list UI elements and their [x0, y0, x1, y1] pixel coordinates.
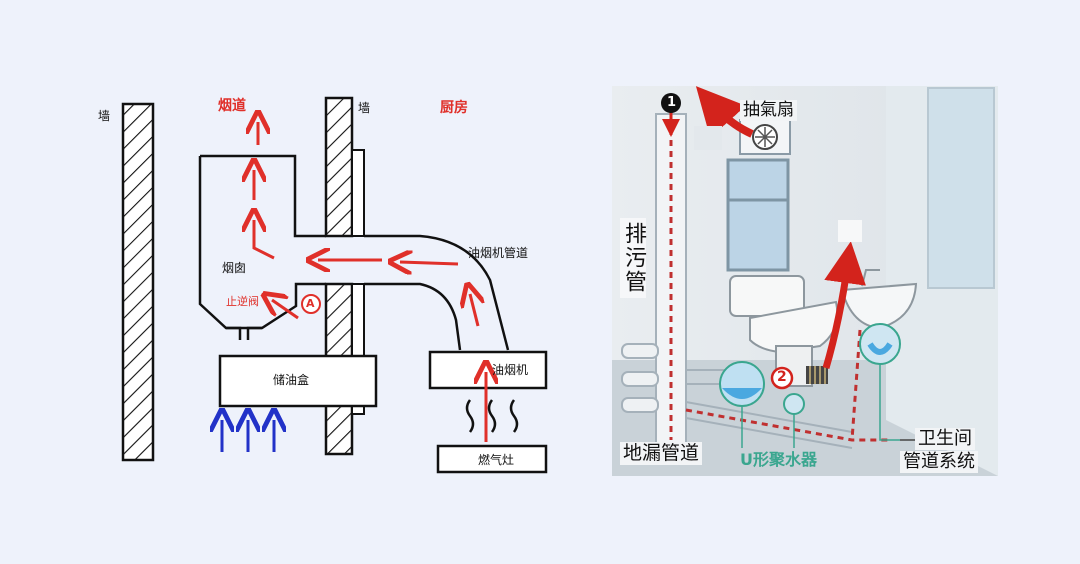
heat-wave	[465, 399, 475, 433]
left-wall-label: 墙	[98, 109, 111, 123]
u-trap-sink	[859, 323, 901, 365]
hood-duct	[364, 234, 510, 351]
odor-arrow	[822, 241, 866, 369]
floor-drain-pipe-label: 地漏管道	[620, 442, 703, 465]
right-wall-upper	[324, 96, 354, 238]
side-window	[927, 87, 995, 289]
marker-1-label: 1	[667, 95, 677, 110]
drain-pipe-label: 排污管	[620, 218, 646, 298]
check-valve-label: 止逆阀	[226, 295, 259, 308]
water-sink	[867, 342, 893, 355]
hood-duct-label: 油烟机管道	[468, 246, 529, 260]
u-trap-label: U形聚水器	[740, 450, 817, 469]
floor-drain-grate	[806, 366, 828, 384]
u-trap-toilet	[719, 361, 765, 407]
marker-a-label: A	[306, 297, 315, 310]
gas-stove-box	[436, 444, 548, 474]
gas-stove-label: 燃气灶	[478, 453, 515, 467]
leader-line-u-trap	[741, 364, 900, 448]
flue-title: 烟道	[218, 98, 246, 114]
right-wall-label: 墙	[358, 101, 371, 115]
horizontal-pipe-lower-outline	[685, 401, 853, 449]
valve-arrow	[272, 300, 299, 320]
sink-drain-pipe	[850, 329, 862, 441]
duct-arrow	[400, 262, 459, 264]
duct-arrow	[470, 294, 478, 327]
flue-arrow	[254, 220, 275, 260]
window	[726, 158, 790, 272]
oil-box-label: 储油盒	[273, 373, 310, 387]
oil-box	[218, 354, 378, 408]
fan-blades	[755, 127, 775, 147]
heat-wave	[487, 399, 497, 433]
pipe-stub	[621, 397, 659, 413]
water-toilet	[722, 388, 762, 399]
range-hood-label: 油烟机	[492, 363, 529, 377]
grate-lines	[809, 366, 826, 384]
fan-exhaust-arrow	[695, 86, 754, 138]
pipe-stub	[621, 371, 659, 387]
label-blank	[694, 126, 722, 150]
left-wall	[121, 102, 155, 462]
pipe-stub	[621, 343, 659, 359]
chimney-label: 烟囱	[222, 261, 247, 275]
label-blank	[838, 220, 862, 242]
marker-a-circle	[301, 294, 321, 314]
u-trap-floor	[783, 393, 805, 415]
marker-2-label: 2	[777, 369, 787, 385]
bathroom-line1: 卫生间	[915, 428, 975, 450]
kitchen-label: 厨房	[440, 100, 468, 116]
bathroom-line2: 管道系统	[900, 451, 978, 473]
exhaust-fan-label: 抽氣扇	[740, 100, 797, 121]
marker-1-circle	[661, 93, 681, 113]
marker-2-circle	[770, 366, 794, 390]
wall-strip	[351, 149, 365, 237]
heat-wave	[509, 399, 519, 433]
